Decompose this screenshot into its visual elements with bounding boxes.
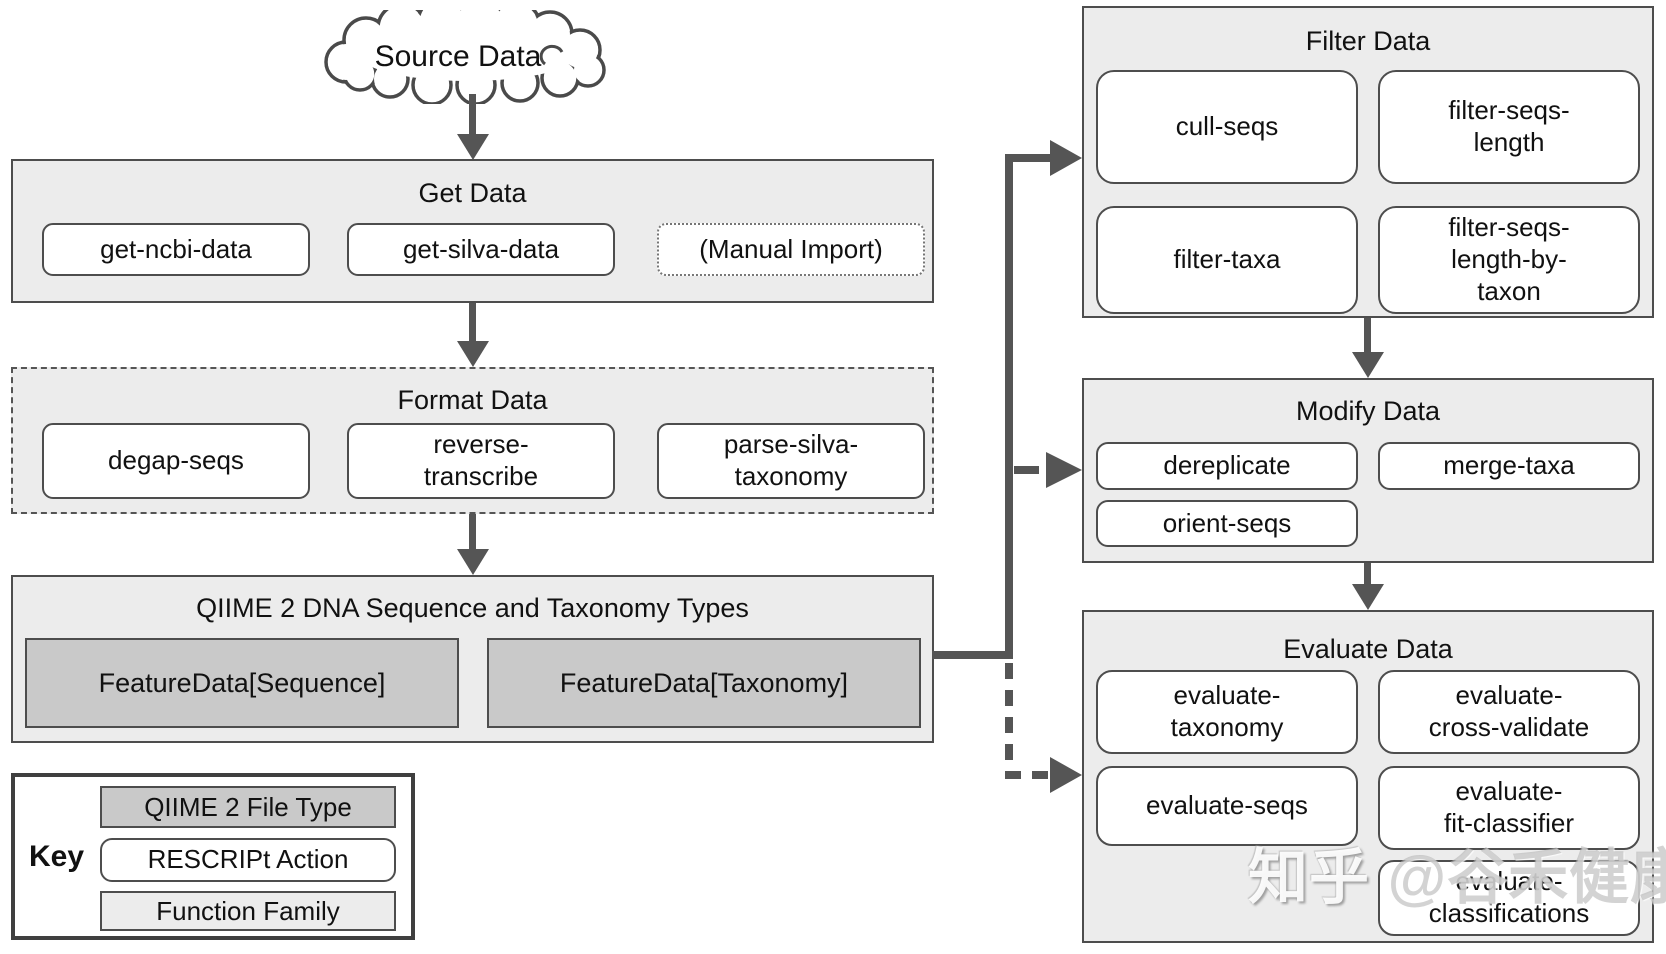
evaluate-data-section: Evaluate Data evaluate- taxonomy evaluat… — [1082, 610, 1654, 943]
action-degap-seqs: degap-seqs — [42, 423, 310, 499]
arrow-cloud-to-getdata-head — [457, 134, 489, 160]
dashed-connector-vertical — [1005, 663, 1013, 771]
dashed-connector-to-evaluate-head — [1050, 757, 1082, 793]
key-legend: Key QIIME 2 File Type RESCRIPt Action Fu… — [11, 773, 415, 940]
action-evaluate-taxonomy: evaluate- taxonomy — [1096, 670, 1358, 754]
modify-data-title: Modify Data — [1295, 396, 1441, 426]
get-data-title: Get Data — [418, 178, 527, 208]
action-cull-seqs: cull-seqs — [1096, 70, 1358, 184]
arrow-filter-to-modify-head — [1352, 352, 1384, 378]
action-get-ncbi-data: get-ncbi-data — [42, 223, 310, 276]
arrow-formatdata-to-types-head — [457, 549, 489, 575]
filetype-featuredata-sequence: FeatureData[Sequence] — [25, 638, 459, 728]
key-label: Key — [29, 839, 85, 873]
action-merge-taxa: merge-taxa — [1378, 442, 1640, 490]
modify-data-section: Modify Data dereplicate merge-taxa orien… — [1082, 378, 1654, 563]
action-orient-seqs: orient-seqs — [1096, 500, 1358, 547]
action-manual-import: (Manual Import) — [657, 223, 925, 276]
evaluate-data-title: Evaluate Data — [1283, 634, 1453, 664]
action-filter-taxa: filter-taxa — [1096, 206, 1358, 314]
arrow-getdata-to-formatdata-head — [457, 341, 489, 367]
action-dereplicate: dereplicate — [1096, 442, 1358, 490]
format-data-section: Format Data degap-seqs reverse- transcri… — [11, 367, 934, 514]
source-data-cloud: Source Data — [324, 10, 606, 104]
dashed-connector-to-evaluate — [1005, 771, 1050, 779]
action-parse-silva-taxonomy: parse-silva- taxonomy — [657, 423, 925, 499]
format-data-title: Format Data — [397, 385, 548, 415]
qiime-types-title: QIIME 2 DNA Sequence and Taxonomy Types — [196, 593, 749, 623]
connector-to-filter-head — [1050, 140, 1082, 176]
get-data-section: Get Data get-ncbi-data get-silva-data (M… — [11, 159, 934, 303]
arrow-cloud-to-getdata — [469, 94, 476, 138]
action-evaluate-cross-validate: evaluate- cross-validate — [1378, 670, 1640, 754]
key-function-family: Function Family — [100, 891, 396, 931]
filter-data-section: Filter Data cull-seqs filter-seqs- lengt… — [1082, 6, 1654, 318]
filetype-featuredata-taxonomy: FeatureData[Taxonomy] — [487, 638, 921, 728]
connector-types-elbow-horizontal — [932, 651, 1010, 659]
connector-types-elbow-vertical — [1005, 154, 1013, 659]
arrow-formatdata-to-types — [469, 514, 476, 552]
key-qiime-file-type: QIIME 2 File Type — [100, 786, 396, 828]
action-evaluate-fit-classifier: evaluate- fit-classifier — [1378, 766, 1640, 850]
action-reverse-transcribe: reverse- transcribe — [347, 423, 615, 499]
arrow-modify-to-evaluate — [1364, 563, 1371, 586]
arrow-filter-to-modify — [1364, 318, 1371, 354]
arrow-getdata-to-formatdata — [469, 303, 476, 343]
qiime-types-section: QIIME 2 DNA Sequence and Taxonomy Types … — [11, 575, 934, 743]
dashed-connector-to-modify-head — [1046, 452, 1082, 488]
source-data-label: Source Data — [375, 40, 542, 73]
action-evaluate-classifications: evaluate- classifications — [1378, 860, 1640, 936]
action-get-silva-data: get-silva-data — [347, 223, 615, 276]
action-evaluate-seqs: evaluate-seqs — [1096, 766, 1358, 846]
key-rescript-action: RESCRIPt Action — [100, 838, 396, 882]
action-filter-seqs-length: filter-seqs- length — [1378, 70, 1640, 184]
action-filter-seqs-length-by-taxon: filter-seqs- length-by- taxon — [1378, 206, 1640, 314]
connector-to-filter — [1011, 154, 1053, 162]
arrow-modify-to-evaluate-head — [1352, 584, 1384, 610]
dashed-connector-to-modify — [1014, 466, 1039, 474]
filter-data-title: Filter Data — [1305, 26, 1431, 56]
